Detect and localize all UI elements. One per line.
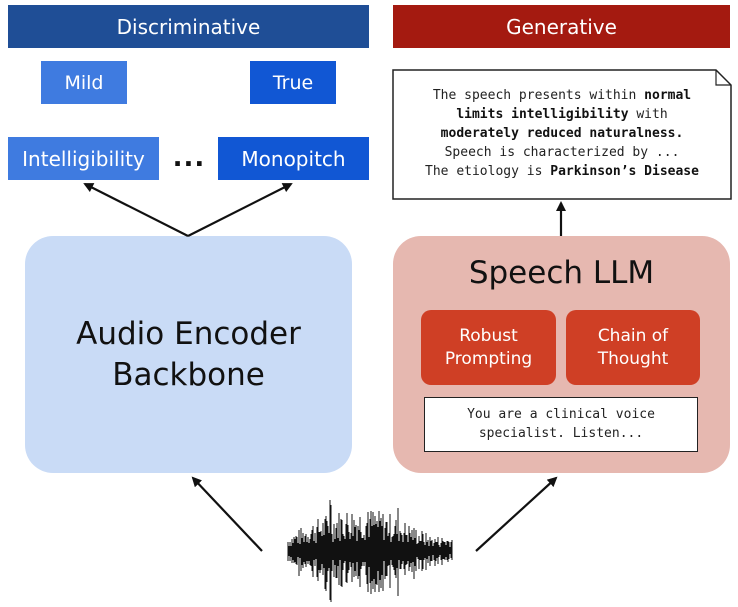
arrow-to-encoder bbox=[191, 476, 263, 552]
arrow-to-speech-llm bbox=[475, 476, 558, 552]
encoder-label: Audio Encoder Backbone bbox=[76, 316, 301, 393]
speech-llm-title: Speech LLM bbox=[468, 255, 655, 291]
monopitch-task-chip: Monopitch bbox=[218, 137, 369, 180]
robust-prompting-label: Robust Prompting bbox=[444, 326, 533, 369]
severity-label-chip: Mild bbox=[41, 61, 127, 104]
system-prompt-box: You are a clinical voice specialist. Lis… bbox=[424, 397, 698, 452]
intelligibility-task-chip: Intelligibility bbox=[8, 137, 159, 180]
chain-of-thought-label: Chain of Thought bbox=[597, 326, 669, 369]
arrow-to-intelligibility bbox=[83, 183, 189, 237]
generated-report-document: The speech presents within normal limits… bbox=[393, 70, 731, 199]
report-line-4: Speech is characterized by ... bbox=[444, 144, 680, 160]
more-tasks-ellipsis: ... bbox=[172, 143, 206, 173]
report-line-2: limits intelligibility with bbox=[456, 107, 668, 123]
generative-header: Generative bbox=[393, 5, 730, 48]
system-prompt-text: You are a clinical voice specialist. Lis… bbox=[467, 406, 655, 441]
chain-of-thought-block: Chain of Thought bbox=[566, 310, 700, 385]
robust-prompting-block: Robust Prompting bbox=[421, 310, 556, 385]
report-line-5: The etiology is Parkinson’s Disease bbox=[425, 163, 699, 179]
report-line-1: The speech presents within normal bbox=[432, 88, 692, 104]
discriminative-header: Discriminative bbox=[8, 5, 369, 48]
boolean-label-chip: True bbox=[250, 61, 336, 104]
folded-document-icon bbox=[392, 69, 732, 200]
audio-waveform-icon bbox=[287, 500, 453, 602]
audio-encoder-backbone: Audio Encoder Backbone bbox=[25, 236, 352, 473]
report-line-3: moderately reduced naturalness. bbox=[440, 126, 684, 142]
arrow-to-monopitch bbox=[187, 183, 293, 237]
